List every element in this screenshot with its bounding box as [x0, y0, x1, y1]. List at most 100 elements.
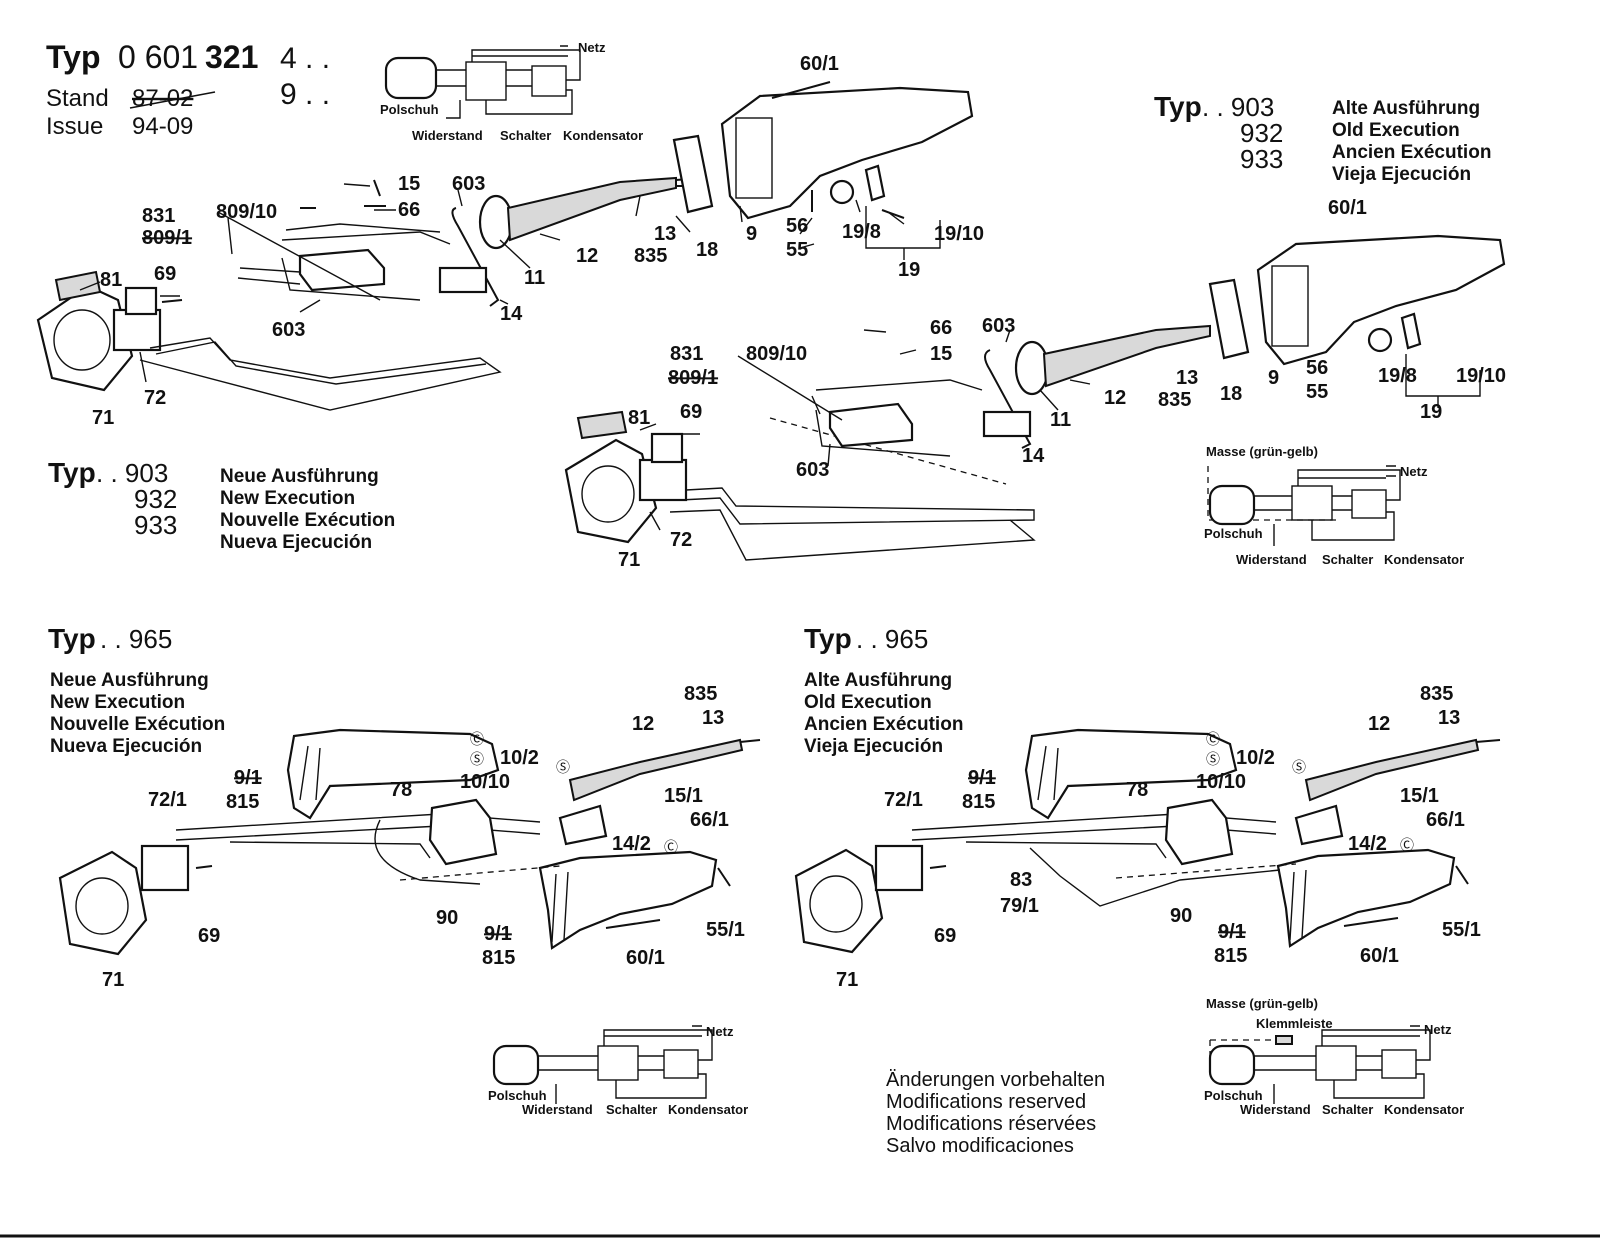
callout-603-top: 603 [452, 173, 485, 195]
capacitor-symbol-4 [1381, 1049, 1417, 1079]
callout-69: 69 [154, 263, 176, 285]
polschuh-label-4: Polschuh [1204, 1088, 1263, 1103]
notice-de: Änderungen vorbehalten [886, 1069, 1105, 1091]
callout-10-10-d: 10/10 [1196, 771, 1246, 793]
motor-symbol-3 [492, 1044, 540, 1086]
masse-label-1: Masse (grün-gelb) [1206, 444, 1318, 459]
callout-12: 12 [576, 245, 598, 267]
spindle-tube-3 [568, 738, 744, 802]
callout-71-c: 71 [102, 969, 124, 991]
callout-809-1: 809/1 [142, 227, 192, 249]
typ-label-903-new: Typ [48, 457, 96, 488]
issue-value: 94-09 [132, 113, 193, 140]
callout-815-d-top: 815 [962, 791, 995, 813]
seal-plate-2 [1208, 278, 1250, 360]
callout-66-1-c: 66/1 [690, 809, 729, 831]
switch-symbol [465, 61, 507, 101]
svg-text:Ⓒ: Ⓒ [664, 839, 678, 855]
typ-code-932-old: 932 [1240, 118, 1283, 148]
svg-text:Ⓒ: Ⓒ [470, 731, 484, 747]
polschuh-label-2: Polschuh [1204, 526, 1263, 541]
callout-15-1-c: 15/1 [664, 785, 703, 807]
svg-text:Ⓢ: Ⓢ [1292, 759, 1306, 775]
handle-half-upper [286, 728, 500, 820]
schalter-label-3: Schalter [606, 1102, 657, 1117]
terminal-block-2 [828, 402, 914, 448]
issue-label: Issue [46, 113, 103, 140]
typ-label: Typ [46, 39, 101, 75]
netz-label-3: Netz [706, 1024, 734, 1039]
assembly-bottom-right: Ⓒ Ⓢ Ⓢ Ⓒ 835 13 12 10/2 10/10 9/1 815 78 … [794, 683, 1501, 991]
brush-holder-2 [638, 458, 688, 502]
callout-81: 81 [100, 269, 122, 291]
kondensator-label-3: Kondensator [668, 1102, 748, 1117]
stand-strike-line [129, 91, 216, 109]
cable-clip-2 [984, 349, 1032, 449]
netz-label-4: Netz [1424, 1022, 1452, 1037]
capacitor-part-4 [1294, 804, 1344, 846]
callout-809-1-b: 809/1 [668, 367, 718, 389]
brush-holder [112, 308, 162, 352]
motor-symbol-2 [1208, 484, 1256, 526]
switch-symbol-3 [597, 1045, 639, 1081]
seal-plate [672, 134, 714, 214]
wiring-diagram-top-left: Netz Polschuh Widerstand Schalter Konden… [380, 40, 643, 143]
kondensator-label-2: Kondensator [1384, 552, 1464, 567]
klemmleiste-label: Klemmleiste [1256, 1016, 1333, 1031]
execution-de-new: Neue Ausführung [220, 466, 379, 487]
callout-835-c: 835 [684, 683, 717, 705]
callout-603-b-bottom: 603 [796, 459, 829, 481]
callout-55-b: 55 [1306, 381, 1328, 403]
execution-fr-965-new: Nouvelle Exécution [50, 714, 225, 735]
wiring-diagram-top-right: Masse (grün-gelb) Netz Polschuh Widersta… [1204, 444, 1464, 567]
spindle-tube-4 [1304, 738, 1480, 802]
schalter-label-4: Schalter [1322, 1102, 1373, 1117]
callout-809-10: 809/10 [216, 201, 277, 223]
execution-en-965-new: New Execution [50, 692, 185, 713]
callout-11-b: 11 [1050, 409, 1071, 431]
execution-de-965-old: Alte Ausführung [804, 670, 952, 691]
typ-code-903-new: . . 903 [96, 458, 168, 488]
kondensator-label-1: Kondensator [563, 128, 643, 143]
callout-19-b: 19 [1420, 401, 1442, 423]
bearing-flange-2 [1014, 340, 1050, 396]
callout-15-b: 15 [930, 343, 952, 365]
widerstand-label-3: Widerstand [522, 1102, 593, 1117]
callout-13: 13 [654, 223, 676, 245]
callout-10-2-d: 10/2 [1236, 747, 1275, 769]
notice-en: Modifications reserved [886, 1091, 1086, 1113]
execution-de-965-new: Neue Ausführung [50, 670, 209, 691]
notice-fr: Modifications réservées [886, 1113, 1096, 1135]
callout-835: 835 [634, 245, 667, 267]
typ-code-965-new: . . 965 [100, 624, 172, 654]
motor-symbol [384, 56, 438, 100]
callout-83-d: 83 [1010, 869, 1032, 891]
callout-9-1-c-top: 9/1 [234, 767, 262, 789]
callout-15: 15 [398, 173, 420, 195]
cable-clip [451, 207, 500, 307]
callout-12-c: 12 [632, 713, 654, 735]
capacitor-part-2 [982, 410, 1032, 438]
callout-18: 18 [696, 239, 718, 261]
capacitor-symbol-3 [663, 1049, 699, 1079]
capacitor-part-3 [558, 804, 608, 846]
typ-code-933-old: 933 [1240, 144, 1283, 174]
callout-71-b: 71 [618, 549, 640, 571]
callout-835-d: 835 [1420, 683, 1453, 705]
typ-label-965-old: Typ [804, 623, 852, 654]
brush-holder-4 [874, 844, 924, 892]
callout-56: 56 [786, 215, 808, 237]
assembly-bottom-left: Ⓒ Ⓢ Ⓢ Ⓒ 835 13 12 10/2 10/10 9/1 815 78 … [58, 683, 761, 991]
callout-69-b: 69 [680, 401, 702, 423]
assembly-top-right: 60/1 66 15 603 831 809/10 809/1 81 69 60… [564, 197, 1506, 571]
typ-label-903-old: Typ [1154, 91, 1202, 122]
capacitor-symbol [531, 65, 567, 97]
callout-19-8: 19/8 [842, 221, 881, 243]
label-plate [54, 270, 102, 302]
callout-815-d-bottom: 815 [1214, 945, 1247, 967]
label-plate-2 [576, 410, 628, 440]
callout-13-c: 13 [702, 707, 724, 729]
execution-en-965-old: Old Execution [804, 692, 932, 713]
callout-9-1-d-bottom: 9/1 [1218, 921, 1246, 943]
